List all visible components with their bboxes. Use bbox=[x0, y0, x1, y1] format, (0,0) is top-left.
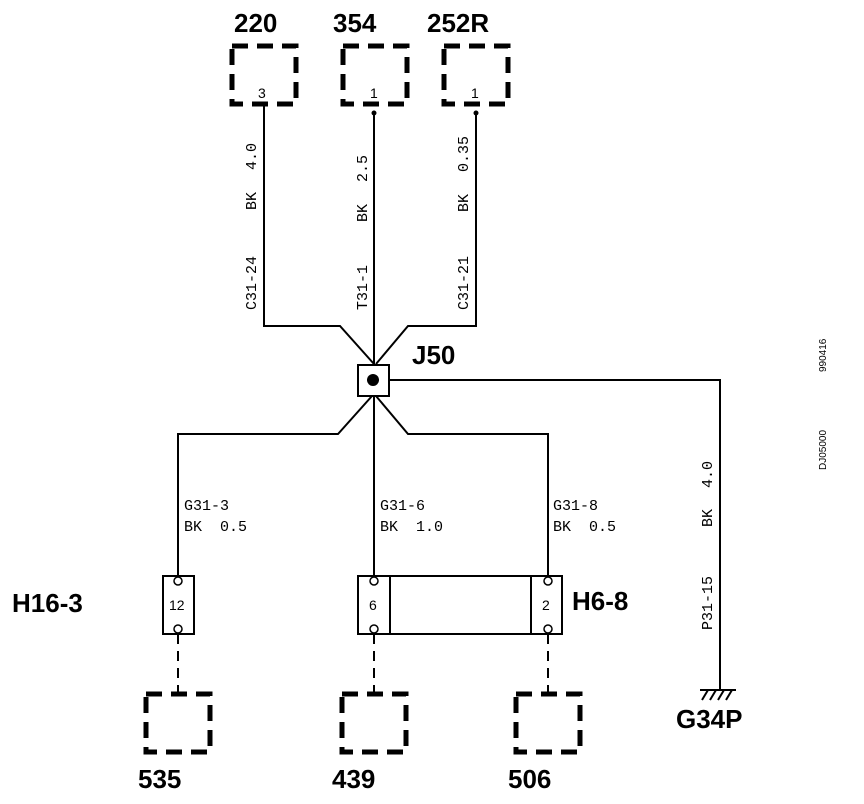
inline-connector-h16-3: 12 H16-3 bbox=[12, 575, 195, 635]
ground-label: G34P bbox=[676, 704, 743, 734]
connector-label: 252R bbox=[427, 8, 489, 38]
side-code-doc: DJ05000 bbox=[818, 430, 829, 470]
wire-color-label: BK bbox=[456, 194, 473, 212]
junction-j50: J50 bbox=[357, 340, 455, 397]
connector-pin: 3 bbox=[258, 85, 266, 101]
terminal-icon bbox=[543, 624, 553, 634]
bottom-connector-535: 535 bbox=[138, 691, 213, 794]
connector-box bbox=[339, 691, 409, 755]
connector-label: H6-8 bbox=[572, 586, 628, 616]
top-connector-354: 354 1 bbox=[333, 8, 410, 107]
connector-label: 354 bbox=[333, 8, 377, 38]
wire-color-label: BK bbox=[355, 204, 372, 222]
wire-g31-3 bbox=[177, 395, 373, 578]
wire-p31-15 bbox=[389, 379, 721, 690]
wire-circuit-label: G31-3 bbox=[184, 498, 229, 515]
wire-circuit-label: C31-24 bbox=[244, 256, 261, 310]
connector-pin: 1 bbox=[471, 85, 479, 101]
wire-spec-label: BK 1.0 bbox=[380, 519, 443, 536]
wire-spec-label: BK 0.5 bbox=[184, 519, 247, 536]
junction-label: J50 bbox=[412, 340, 455, 370]
top-connector-252R: 252R 1 bbox=[427, 8, 511, 107]
junction-dot bbox=[367, 374, 379, 386]
wire-g31-8 bbox=[375, 395, 549, 578]
wire-end-dot bbox=[473, 110, 479, 116]
terminal-icon bbox=[369, 624, 379, 634]
wire-c31-24 bbox=[263, 104, 375, 365]
connector-label: 535 bbox=[138, 764, 181, 794]
inline-connector-h6-8: 6 2 H6-8 bbox=[357, 575, 628, 635]
connector-box bbox=[340, 43, 410, 107]
connector-label: H16-3 bbox=[12, 588, 83, 618]
terminal-icon bbox=[173, 624, 183, 634]
bottom-connector-439: 439 bbox=[332, 691, 409, 794]
wire-circuit-label: G31-8 bbox=[553, 498, 598, 515]
wire-circuit-label: C31-21 bbox=[456, 256, 473, 310]
wire-circuit-label: P31-15 bbox=[700, 576, 717, 630]
top-connector-220: 220 3 bbox=[229, 8, 299, 107]
wire-gauge-label: 0.35 bbox=[456, 136, 473, 172]
wire-gauge-label: 4.0 bbox=[244, 143, 261, 170]
connector-pin: 6 bbox=[369, 597, 377, 613]
terminal-icon bbox=[173, 576, 183, 586]
bottom-connector-506: 506 bbox=[508, 691, 583, 794]
wire-circuit-label: G31-6 bbox=[380, 498, 425, 515]
connector-box bbox=[143, 691, 213, 755]
connector-body bbox=[357, 575, 563, 635]
connector-label: 506 bbox=[508, 764, 551, 794]
connector-pin: 2 bbox=[542, 597, 550, 613]
wire-end-dot bbox=[371, 110, 377, 116]
ground-icon bbox=[700, 689, 736, 701]
wire-circuit-label: T31-1 bbox=[355, 265, 372, 310]
connector-box bbox=[513, 691, 583, 755]
wire-gauge-label: 4.0 bbox=[700, 461, 717, 488]
wire-color-label: BK bbox=[244, 192, 261, 210]
side-code-date: 990416 bbox=[818, 338, 829, 372]
connector-box bbox=[441, 43, 511, 107]
wire-c31-21 bbox=[375, 113, 477, 365]
connector-pin: 12 bbox=[169, 597, 185, 613]
connector-pin: 1 bbox=[370, 85, 378, 101]
connector-label: 439 bbox=[332, 764, 375, 794]
terminal-icon bbox=[543, 576, 553, 586]
wire-spec-label: BK 0.5 bbox=[553, 519, 616, 536]
terminal-icon bbox=[369, 576, 379, 586]
wire-gauge-label: 2.5 bbox=[355, 155, 372, 182]
connector-label: 220 bbox=[234, 8, 277, 38]
wire-color-label: BK bbox=[700, 509, 717, 527]
